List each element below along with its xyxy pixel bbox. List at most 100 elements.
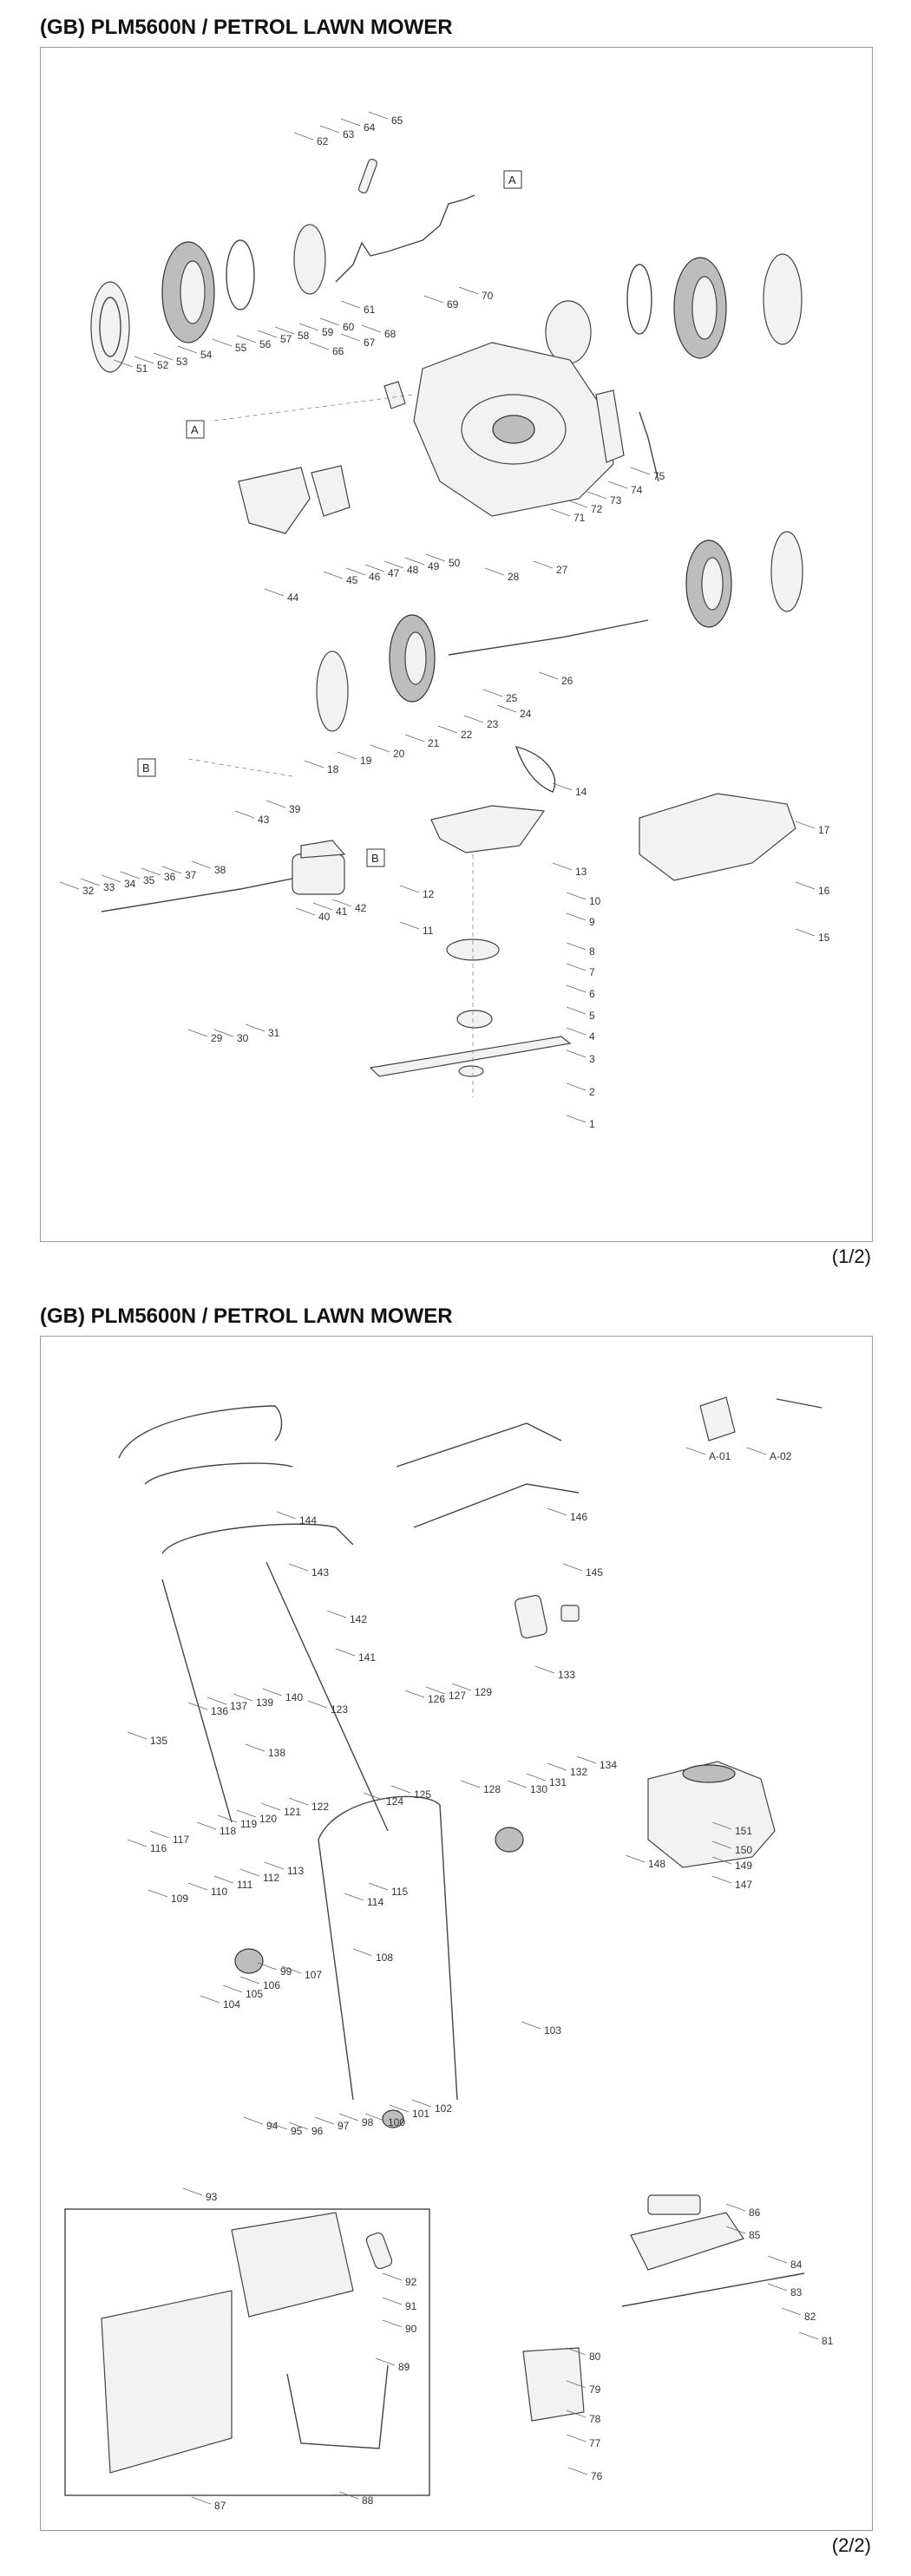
reference-b-left: B bbox=[142, 762, 150, 775]
part-number-callout: 147 bbox=[735, 1879, 752, 1891]
exploded-diagram-1: A A B B 12345678910111213141516171819202… bbox=[59, 111, 830, 1130]
part-number-leader-line bbox=[236, 1809, 257, 1818]
part-number-callout: 24 bbox=[520, 708, 532, 720]
part-number-callout: 138 bbox=[268, 1747, 285, 1759]
part-number-callout: 146 bbox=[570, 1511, 587, 1523]
part-number-leader-line bbox=[161, 866, 182, 874]
part-number-leader-line bbox=[368, 111, 389, 120]
part-number-callout: 100 bbox=[388, 2116, 405, 2128]
part-number-callout: 3 bbox=[589, 1053, 595, 1065]
part-number-callout: 35 bbox=[143, 874, 155, 886]
part-number-callout: 58 bbox=[298, 330, 310, 342]
part-number-callout: 10 bbox=[589, 895, 601, 907]
part-number-leader-line bbox=[326, 1610, 347, 1618]
drive-belt-part bbox=[514, 746, 556, 793]
wheel-cover-part bbox=[90, 281, 130, 373]
part-number-leader-line bbox=[566, 1027, 587, 1036]
part-number-callout: 99 bbox=[280, 1965, 292, 1978]
part-number-callout: 97 bbox=[338, 2120, 350, 2132]
front-right-hub-part bbox=[701, 557, 724, 611]
part-number-leader-line bbox=[288, 2122, 309, 2130]
flap-lid-part bbox=[647, 2194, 701, 2215]
part-number-callout: 30 bbox=[237, 1032, 249, 1044]
cutting-blade-part bbox=[369, 1036, 572, 1077]
part-number-leader-line bbox=[200, 1995, 220, 2004]
part-number-leader-line bbox=[264, 588, 285, 597]
part-number-leader-line bbox=[399, 921, 420, 930]
part-number-leader-line bbox=[239, 1868, 260, 1877]
tyre-ring-right-part bbox=[626, 264, 652, 335]
part-number-callout: 107 bbox=[305, 1969, 322, 1981]
part-number-leader-line bbox=[552, 862, 573, 871]
part-number-leader-line bbox=[364, 2113, 385, 2122]
part-number-leader-line bbox=[552, 782, 573, 791]
part-number-callout: 149 bbox=[735, 1860, 752, 1872]
part-number-callout: 48 bbox=[407, 564, 419, 576]
part-number-leader-line bbox=[233, 1693, 253, 1702]
part-number-callout: 23 bbox=[487, 718, 499, 730]
part-number-leader-line bbox=[153, 352, 174, 361]
part-number-leader-line bbox=[484, 567, 505, 576]
part-number-leader-line bbox=[127, 1839, 147, 1847]
part-number-leader-line bbox=[767, 2283, 788, 2292]
part-number-callout: 63 bbox=[343, 128, 355, 141]
part-number-callout: 82 bbox=[804, 2311, 816, 2323]
part-number-leader-line bbox=[234, 810, 255, 819]
part-number-callout: 22 bbox=[461, 729, 473, 741]
part-number-callout: 79 bbox=[589, 2383, 601, 2396]
part-number-callout: 122 bbox=[311, 1801, 329, 1813]
part-number-callout: 27 bbox=[556, 564, 568, 576]
catcher-handle-part bbox=[365, 2232, 393, 2270]
part-number-callout: 18 bbox=[327, 763, 339, 775]
front-axle-part bbox=[448, 619, 649, 656]
part-number-callout: 104 bbox=[223, 1998, 240, 2010]
part-number-callout: 39 bbox=[289, 803, 301, 815]
part-number-callout: 40 bbox=[318, 911, 331, 923]
part-number-leader-line bbox=[567, 2467, 588, 2475]
part-number-leader-line bbox=[187, 1702, 208, 1710]
part-number-leader-line bbox=[338, 2113, 359, 2122]
part-number-leader-line bbox=[340, 300, 361, 309]
part-number-leader-line bbox=[437, 725, 458, 734]
part-number-leader-line bbox=[335, 1648, 356, 1657]
part-number-leader-line bbox=[566, 2409, 587, 2418]
part-number-callout: 38 bbox=[214, 864, 226, 876]
part-number-callout: 132 bbox=[570, 1766, 587, 1778]
part-number-callout: 151 bbox=[735, 1825, 752, 1837]
part-number-leader-line bbox=[134, 356, 154, 364]
part-number-callout: 113 bbox=[287, 1865, 304, 1877]
part-number-leader-line bbox=[182, 2187, 203, 2196]
part-number-callout: 14 bbox=[575, 786, 587, 798]
part-number-leader-line bbox=[101, 874, 121, 883]
part-number-leader-line bbox=[213, 1029, 234, 1037]
part-number-leader-line bbox=[222, 1984, 243, 1993]
part-number-leader-line bbox=[566, 1006, 587, 1015]
drive-shaft-part bbox=[101, 874, 311, 912]
front-wheel-hub-part bbox=[404, 631, 427, 685]
part-number-leader-line bbox=[711, 1875, 732, 1884]
part-number-callout: 94 bbox=[266, 2120, 279, 2132]
part-number-callout: 131 bbox=[549, 1776, 567, 1788]
page-title: (GB) PLM5600N / PETROL LAWN MOWER bbox=[40, 1304, 453, 1328]
part-number-callout: 42 bbox=[355, 902, 367, 914]
part-number-leader-line bbox=[404, 557, 425, 566]
gearbox-part bbox=[292, 853, 345, 895]
part-number-leader-line bbox=[375, 2357, 396, 2366]
part-number-leader-line bbox=[364, 564, 385, 572]
lower-handle-part bbox=[161, 1579, 233, 1823]
pin-part bbox=[357, 159, 378, 193]
control-bar-part bbox=[396, 1422, 562, 1468]
part-number-leader-line bbox=[725, 2203, 746, 2212]
part-number-leader-line bbox=[264, 1861, 285, 1870]
part-number-leader-line bbox=[217, 1814, 238, 1823]
part-number-callout: 128 bbox=[483, 1783, 501, 1795]
part-number-leader-line bbox=[331, 899, 352, 907]
part-number-callout: 136 bbox=[211, 1705, 228, 1717]
part-number-leader-line bbox=[463, 715, 484, 723]
part-number-callout: 61 bbox=[364, 304, 376, 316]
part-number-callout: 57 bbox=[280, 333, 292, 345]
part-number-callout: 139 bbox=[256, 1697, 273, 1709]
part-number-callout: 87 bbox=[214, 2500, 226, 2512]
